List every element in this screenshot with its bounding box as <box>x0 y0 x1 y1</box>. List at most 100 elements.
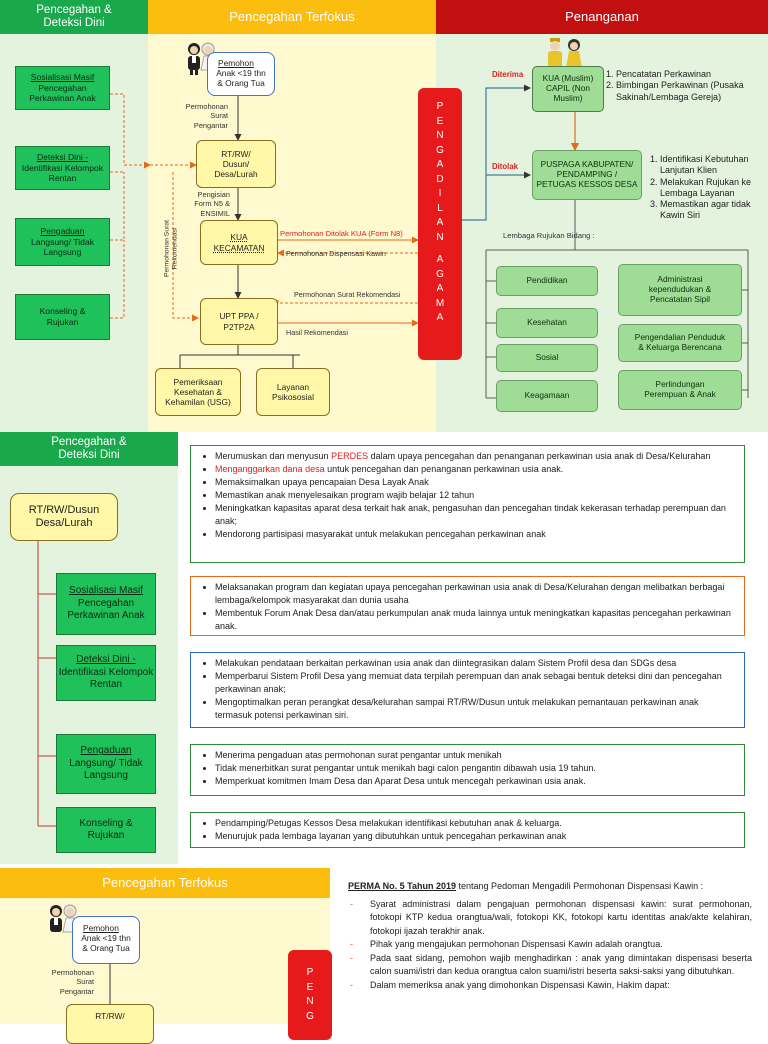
pengadilan-letter: P <box>436 101 444 112</box>
s2-panel-konseling: Pendamping/Petugas Kessos Desa melakukan… <box>190 812 745 848</box>
list-item: Menerima pengaduan atas permohonan surat… <box>215 749 736 762</box>
pemohon-title: Pemohon <box>83 923 119 933</box>
s2-connectors <box>37 540 56 827</box>
s3-connectors <box>109 964 111 1004</box>
list-item: Merumuskan dan menyusun PERDES dalam upa… <box>215 450 736 463</box>
list-item: Dalam memeriksa anak yang dimohonkan Dis… <box>348 979 752 993</box>
list-item: Pendamping/Petugas Kessos Desa melakukan… <box>215 817 736 830</box>
pengadilan-letter: A <box>436 159 444 170</box>
pemohon-title: Pemohon <box>218 58 254 68</box>
s1-rujukan-sosial[interactable]: Sosial <box>496 344 598 372</box>
s1-label-diterima: Diterima <box>492 70 524 79</box>
pengadilan-letter: A <box>436 254 444 265</box>
list-item: Melaksanakan program dan kegiatan upaya … <box>215 581 736 607</box>
list-item: Mengoptimalkan peran perangkat desa/kelu… <box>215 696 736 722</box>
list-item: Melakukan pendataan berkaitan perkawinan… <box>215 657 736 670</box>
pengadilan-letter: P <box>306 967 314 978</box>
pemohon-line: Anak <19 thn <box>216 68 266 79</box>
s1-header-right: Penanganan <box>436 0 768 34</box>
s1-header-left: Pencegahan &Deteksi Dini <box>0 0 148 34</box>
pengadilan-letter: I <box>438 188 442 199</box>
pengadilan-letter: A <box>436 283 444 294</box>
list-item: Memperkuat komitmen Imam Desa dan Aparat… <box>215 775 736 788</box>
s1-label-ditolak-kua: Permohonan Ditolak KUA (Form N8) <box>280 229 403 238</box>
pengadilan-letter: A <box>436 217 444 228</box>
s1-header-mid: Pencegahan Terfokus <box>148 0 436 34</box>
s3-pemohon-box[interactable]: Pemohon Anak <19 thn & Orang Tua <box>72 916 140 964</box>
pengadilan-letter: L <box>437 202 443 214</box>
s1-upt-box[interactable]: UPT PPA /P2TP2A <box>200 298 278 345</box>
s3-rt-box[interactable]: RT/RW/ <box>66 1004 154 1044</box>
pengadilan-letter: E <box>306 981 314 993</box>
list-item: Membentuk Forum Anak Desa dan/atau perku… <box>215 607 736 633</box>
list-item: Tidak menerbitkan surat pengantar untuk … <box>215 762 736 775</box>
pengadilan-letter: D <box>436 173 444 185</box>
s2-panel-pendataan: Melakukan pendataan berkaitan perkawinan… <box>190 652 745 728</box>
list-item: Bimbingan Perkawinan (Pusaka Sakinah/Lem… <box>616 80 768 103</box>
s2-box-konseling[interactable]: Konseling & Rujukan <box>56 807 156 853</box>
s1-rujukan-pengendalian[interactable]: Pengendalian Penduduk& Keluarga Berencan… <box>618 324 742 362</box>
s1-kua-box[interactable]: KUA KECAMATAN <box>200 220 278 265</box>
s2-box-deteksi[interactable]: Deteksi Dini -Identifikasi Kelompok Rent… <box>56 645 156 701</box>
list-item: Memaksimalkan upaya pencapaian Desa Laya… <box>215 476 736 489</box>
list-item: Identifikasi Kebutuhan Lanjutan Klien <box>660 154 766 177</box>
list-item: Memperbarui Sistem Profil Desa yang memu… <box>215 670 736 696</box>
perma-title: PERMA No. 5 Tahun 2019 <box>348 881 457 891</box>
pemohon-line: & Orang Tua <box>82 943 130 954</box>
s1-label-rekomendasi: Permohonan Surat Rekomendasi <box>294 290 401 299</box>
bride-groom-icon <box>548 38 582 68</box>
pengadilan-letter: G <box>436 268 444 280</box>
s2-panel-program: Melaksanakan program dan kegiatan upaya … <box>190 576 745 636</box>
list-item: Memastikan anak menyelesaikan program wa… <box>215 489 736 502</box>
pengadilan-letter <box>439 245 442 253</box>
s1-puspaga-box[interactable]: PUSPAGA KABUPATEN/PENDAMPING /PETUGAS KE… <box>532 150 642 200</box>
pemohon-line: & Orang Tua <box>217 78 265 89</box>
s1-rujukan-kesehatan[interactable]: Kesehatan <box>496 308 598 338</box>
s1-box-deteksi[interactable]: Deteksi Dini -Identifikasi Kelompok Rent… <box>15 146 110 190</box>
pengadilan-letter: M <box>435 297 445 309</box>
s1-label-ditolak: Ditolak <box>492 162 518 171</box>
s1-rujukan-keagamaan[interactable]: Keagamaan <box>496 380 598 412</box>
pengadilan-letter: E <box>436 115 444 127</box>
s1-box-konseling[interactable]: Konseling & Rujukan <box>15 294 110 340</box>
pengadilan-letter: G <box>306 1010 314 1022</box>
list-item: Pada saat sidang, pemohon wajib menghadi… <box>348 952 752 979</box>
list-item: Menganggarkan dana desa untuk pencegahan… <box>215 463 736 476</box>
s3-perma-text: PERMA No. 5 Tahun 2019 tentang Pedoman M… <box>348 880 752 992</box>
list-item: Pihak yang mengajukan permohonan Dispens… <box>348 938 752 952</box>
list-item: Melakukan Rujukan ke Lembaga Layanan <box>660 177 766 200</box>
s2-panel-perdes: Merumuskan dan menyusun PERDES dalam upa… <box>190 445 745 563</box>
s1-rt-box[interactable]: RT/RW/Dusun/Desa/Lurah <box>196 140 276 188</box>
list-item: Meningkatkan kapasitas aparat desa terka… <box>215 502 736 528</box>
s2-panel-pengaduan: Menerima pengaduan atas permohonan surat… <box>190 744 745 796</box>
s1-kua-capil-list: Pencatatan Perkawinan Bimbingan Perkawin… <box>600 69 768 103</box>
s1-pemohon-box[interactable]: Pemohon Anak <19 thn & Orang Tua <box>207 52 275 96</box>
s1-connectors <box>110 84 749 399</box>
s3-header: Pencegahan Terfokus <box>0 868 330 898</box>
pengadilan-letter: N <box>306 996 314 1007</box>
list-item: Menurujuk pada lembaga layanan yang dibu… <box>215 830 736 843</box>
s1-label-dispensasi: Permohonan Dispensasi Kawin <box>286 249 386 258</box>
s1-puspaga-list: Identifikasi Kebutuhan Lanjutan Klien Me… <box>644 154 766 222</box>
pengadilan-letter: N <box>436 231 444 243</box>
s1-rujukan-pendidikan[interactable]: Pendidikan <box>496 266 598 296</box>
pengadilan-letter: A <box>436 312 444 323</box>
pemohon-line: Anak <19 thn <box>81 933 131 944</box>
s2-header: Pencegahan &Deteksi Dini <box>0 432 178 466</box>
